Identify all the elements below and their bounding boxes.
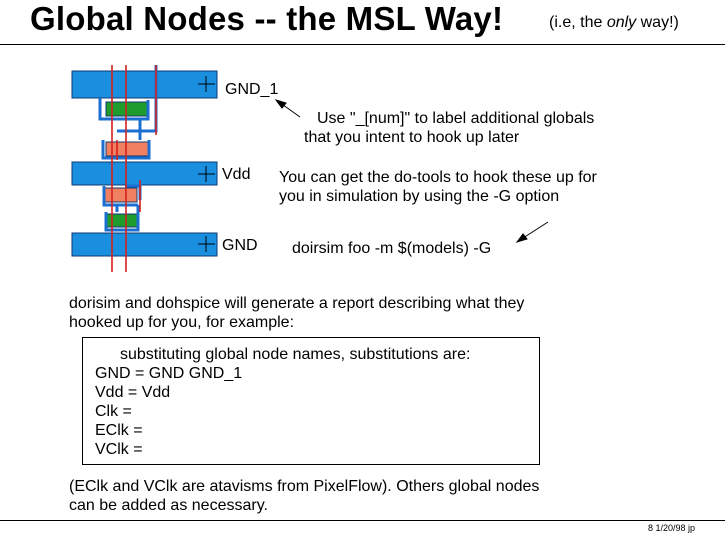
closing-line1: (EClk and VClk are atavisms from PixelFl…: [69, 478, 540, 495]
crosshair-gnd: [198, 236, 215, 252]
red-wires: [111, 65, 157, 272]
salmon-pad-lower: [104, 187, 138, 203]
title-note: (i.e, the only way!): [549, 14, 679, 32]
arrow-to-command: [515, 221, 549, 243]
title-note-prefix: (i.e, the: [549, 14, 607, 31]
page-title: Global Nodes -- the MSL Way!: [30, 0, 504, 37]
dotools-line1: You can get the do-tools to hook these u…: [279, 169, 597, 186]
label-hint-line1: Use "_[num]" to label additional globals: [317, 110, 595, 127]
footer-rule: [0, 520, 725, 521]
title-note-emphasis: only: [606, 14, 637, 31]
report-intro-line1: dorisim and dohspice will generate a rep…: [69, 295, 525, 312]
dotools-line2: you in simulation by using the -G option: [279, 188, 560, 205]
slide-footer: 8 1/20/98 jp: [648, 523, 696, 533]
report-intro-line2: hooked up for you, for example:: [69, 314, 295, 331]
title-note-suffix: way!): [636, 14, 679, 31]
label-hint-line2: that you intent to hook up later: [304, 129, 520, 146]
report-header: substituting global node names, substitu…: [120, 346, 471, 363]
rail-vdd: [71, 161, 218, 186]
report-line: Vdd = Vdd: [95, 384, 171, 401]
report-line: VClk =: [95, 441, 143, 458]
report-line: EClk =: [95, 422, 143, 439]
rail-label-vdd: Vdd: [222, 166, 251, 183]
crosshair-vdd: [198, 166, 215, 182]
rail-gnd: [71, 232, 218, 257]
arrow-to-gnd1: [274, 99, 301, 118]
crosshair-gnd1: [198, 76, 215, 92]
green-pad-bottom: [104, 213, 138, 228]
rail-gnd1: [71, 70, 218, 99]
blue-wiring: [98, 65, 158, 232]
closing-line2: can be added as necessary.: [69, 497, 268, 514]
title-rule: [0, 44, 725, 45]
report-line: Clk =: [95, 403, 132, 420]
report-line: GND = GND GND_1: [95, 365, 243, 382]
rail-label-gnd1: GND_1: [225, 81, 279, 98]
doirsim-command: doirsim foo -m $(models) -G: [292, 240, 492, 257]
report-example-box: substituting global node names, substitu…: [82, 337, 540, 465]
rail-label-gnd: GND: [222, 237, 258, 254]
